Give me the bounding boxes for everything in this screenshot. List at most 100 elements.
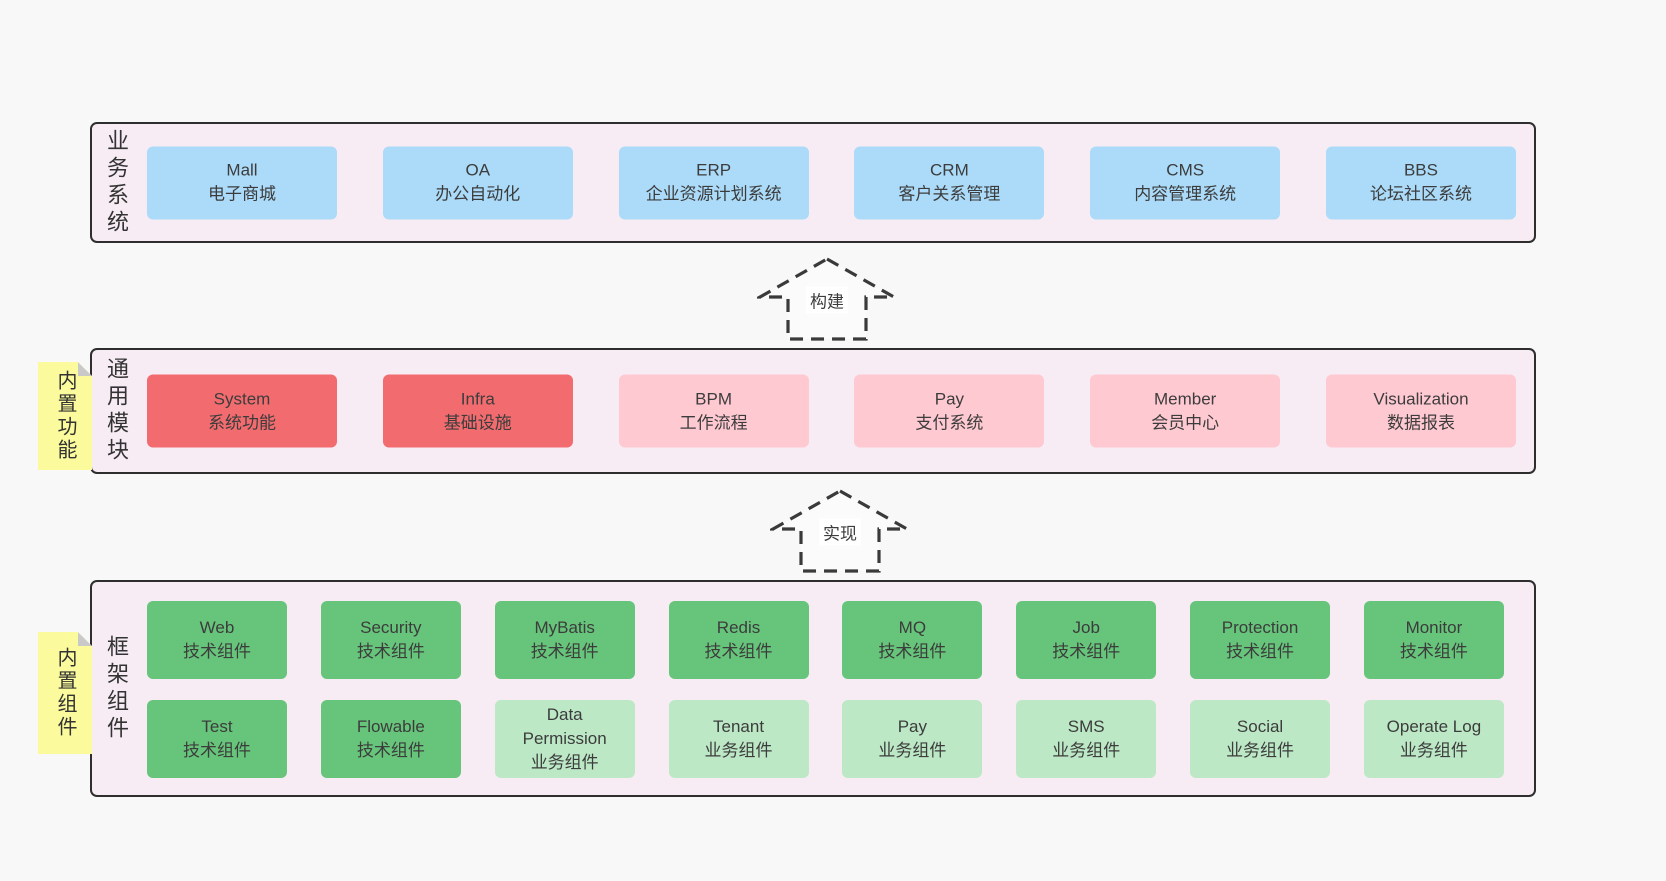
box-job: Job 技术组件 xyxy=(1016,601,1157,679)
box-tenant: Tenant 业务组件 xyxy=(668,700,809,778)
section-label-framework-components: 框架组件 xyxy=(104,634,129,743)
box-title: Flowable xyxy=(356,717,425,736)
box-erp: ERP 企业资源计划系统 xyxy=(618,146,809,219)
box-title: Monitor xyxy=(1405,618,1463,637)
arrow-implement: 实现 xyxy=(770,488,910,574)
section-business-systems: 业务系统 Mall 电子商城 OA 办公自动化 ERP 企业资源计划系统 CRM… xyxy=(90,122,1536,243)
box-subtitle: 支付系统 xyxy=(915,413,984,432)
framework-row-1: Web 技术组件 Security 技术组件 MyBatis 技术组件 Redi… xyxy=(147,601,1504,679)
box-crm: CRM 客户关系管理 xyxy=(854,146,1045,219)
box-pay: Pay 支付系统 xyxy=(854,374,1045,448)
section-common-modules: 通用模块 System 系统功能 Infra 基础设施 BPM 工作流程 Pay… xyxy=(90,348,1536,474)
box-flowable: Flowable 技术组件 xyxy=(320,700,461,778)
box-subtitle: 业务组件 xyxy=(1226,741,1295,760)
section-label-business-systems: 业务系统 xyxy=(104,128,129,237)
box-subtitle: 系统功能 xyxy=(208,413,276,432)
box-title: CMS xyxy=(1166,160,1205,180)
box-title: System xyxy=(213,389,271,408)
box-subtitle: 会员中心 xyxy=(1151,413,1220,432)
box-title: Security xyxy=(360,618,422,637)
box-protection: Protection 技术组件 xyxy=(1190,601,1331,679)
box-title: Tenant xyxy=(713,717,765,736)
box-title: MyBatis xyxy=(534,618,595,637)
box-title: Pay xyxy=(934,389,965,408)
box-subtitle: 业务组件 xyxy=(530,753,599,772)
box-subtitle: 业务组件 xyxy=(1052,741,1121,760)
box-data-permission: Data Permission 业务组件 xyxy=(494,700,635,778)
box-oa: OA 办公自动化 xyxy=(382,146,573,219)
box-monitor: Monitor 技术组件 xyxy=(1363,601,1504,679)
box-title: Protection xyxy=(1221,618,1299,637)
box-subtitle: 技术组件 xyxy=(530,642,599,661)
box-subtitle: 技术组件 xyxy=(183,741,251,760)
box-subtitle: 论坛社区系统 xyxy=(1369,184,1472,204)
box-visualization: Visualization 数据报表 xyxy=(1325,374,1516,448)
box-title: SMS xyxy=(1067,717,1105,736)
box-title: Member xyxy=(1154,389,1217,408)
box-title: Mall xyxy=(226,160,258,180)
box-title: Data Permission xyxy=(522,705,607,748)
box-subtitle: 技术组件 xyxy=(183,642,251,661)
box-bpm: BPM 工作流程 xyxy=(618,374,809,448)
box-subtitle: 技术组件 xyxy=(356,741,425,760)
box-subtitle: 企业资源计划系统 xyxy=(645,184,782,204)
box-subtitle: 数据报表 xyxy=(1386,413,1455,432)
box-subtitle: 技术组件 xyxy=(356,642,425,661)
box-title: BPM xyxy=(695,389,733,408)
box-operate-log: Operate Log 业务组件 xyxy=(1363,700,1504,778)
box-subtitle: 技术组件 xyxy=(1226,642,1295,661)
box-subtitle: 客户关系管理 xyxy=(898,184,1001,204)
framework-components-rows: Web 技术组件 Security 技术组件 MyBatis 技术组件 Redi… xyxy=(147,601,1504,778)
box-infra: Infra 基础设施 xyxy=(382,374,573,448)
box-subtitle: 技术组件 xyxy=(704,642,773,661)
box-subtitle: 工作流程 xyxy=(679,413,748,432)
box-redis: Redis 技术组件 xyxy=(668,601,809,679)
box-subtitle: 业务组件 xyxy=(1399,741,1468,760)
box-test: Test 技术组件 xyxy=(147,700,287,778)
box-subtitle: 技术组件 xyxy=(878,642,947,661)
box-pay-biz: Pay 业务组件 xyxy=(842,700,983,778)
box-subtitle: 内容管理系统 xyxy=(1134,184,1237,204)
section-label-common-modules: 通用模块 xyxy=(104,357,129,465)
box-title: BBS xyxy=(1403,160,1438,180)
box-title: Test xyxy=(201,717,233,736)
box-title: OA xyxy=(465,160,491,180)
box-subtitle: 技术组件 xyxy=(1052,642,1121,661)
box-subtitle: 业务组件 xyxy=(704,741,773,760)
arrow-build-label: 构建 xyxy=(806,286,848,314)
box-sms: SMS 业务组件 xyxy=(1016,700,1157,778)
arrow-implement-label: 实现 xyxy=(819,518,861,546)
box-mall: Mall 电子商城 xyxy=(147,146,337,219)
box-cms: CMS 内容管理系统 xyxy=(1090,146,1281,219)
sticky-note-text: 内置组件 xyxy=(54,647,76,739)
box-subtitle: 办公自动化 xyxy=(435,184,521,204)
box-social: Social 业务组件 xyxy=(1190,700,1331,778)
arrow-build: 构建 xyxy=(757,256,897,342)
box-mybatis: MyBatis 技术组件 xyxy=(494,601,635,679)
section-framework-components: 框架组件 Web 技术组件 Security 技术组件 MyBatis 技术组件… xyxy=(90,580,1536,797)
box-member: Member 会员中心 xyxy=(1090,374,1281,448)
box-system: System 系统功能 xyxy=(147,374,337,448)
sticky-note-built-in-features: 内置功能 xyxy=(38,362,92,470)
box-title: Pay xyxy=(897,717,928,736)
box-title: ERP xyxy=(696,160,732,180)
box-title: CRM xyxy=(930,160,969,180)
framework-row-2: Test 技术组件 Flowable 技术组件 Data Permission … xyxy=(147,700,1504,778)
box-title: Visualization xyxy=(1373,389,1469,408)
common-modules-row: System 系统功能 Infra 基础设施 BPM 工作流程 Pay 支付系统… xyxy=(147,374,1516,448)
box-title: Redis xyxy=(716,618,761,637)
box-bbs: BBS 论坛社区系统 xyxy=(1325,146,1516,219)
box-title: MQ xyxy=(898,618,927,637)
box-subtitle: 技术组件 xyxy=(1399,642,1468,661)
box-title: Social xyxy=(1236,717,1284,736)
box-security: Security 技术组件 xyxy=(320,601,461,679)
box-subtitle: 电子商城 xyxy=(208,184,276,204)
box-title: Job xyxy=(1072,618,1100,637)
box-subtitle: 基础设施 xyxy=(443,413,512,432)
box-subtitle: 业务组件 xyxy=(878,741,947,760)
box-title: Operate Log xyxy=(1386,717,1482,736)
business-systems-row: Mall 电子商城 OA 办公自动化 ERP 企业资源计划系统 CRM 客户关系… xyxy=(147,146,1516,219)
box-title: Infra xyxy=(460,389,495,408)
box-mq: MQ 技术组件 xyxy=(842,601,983,679)
